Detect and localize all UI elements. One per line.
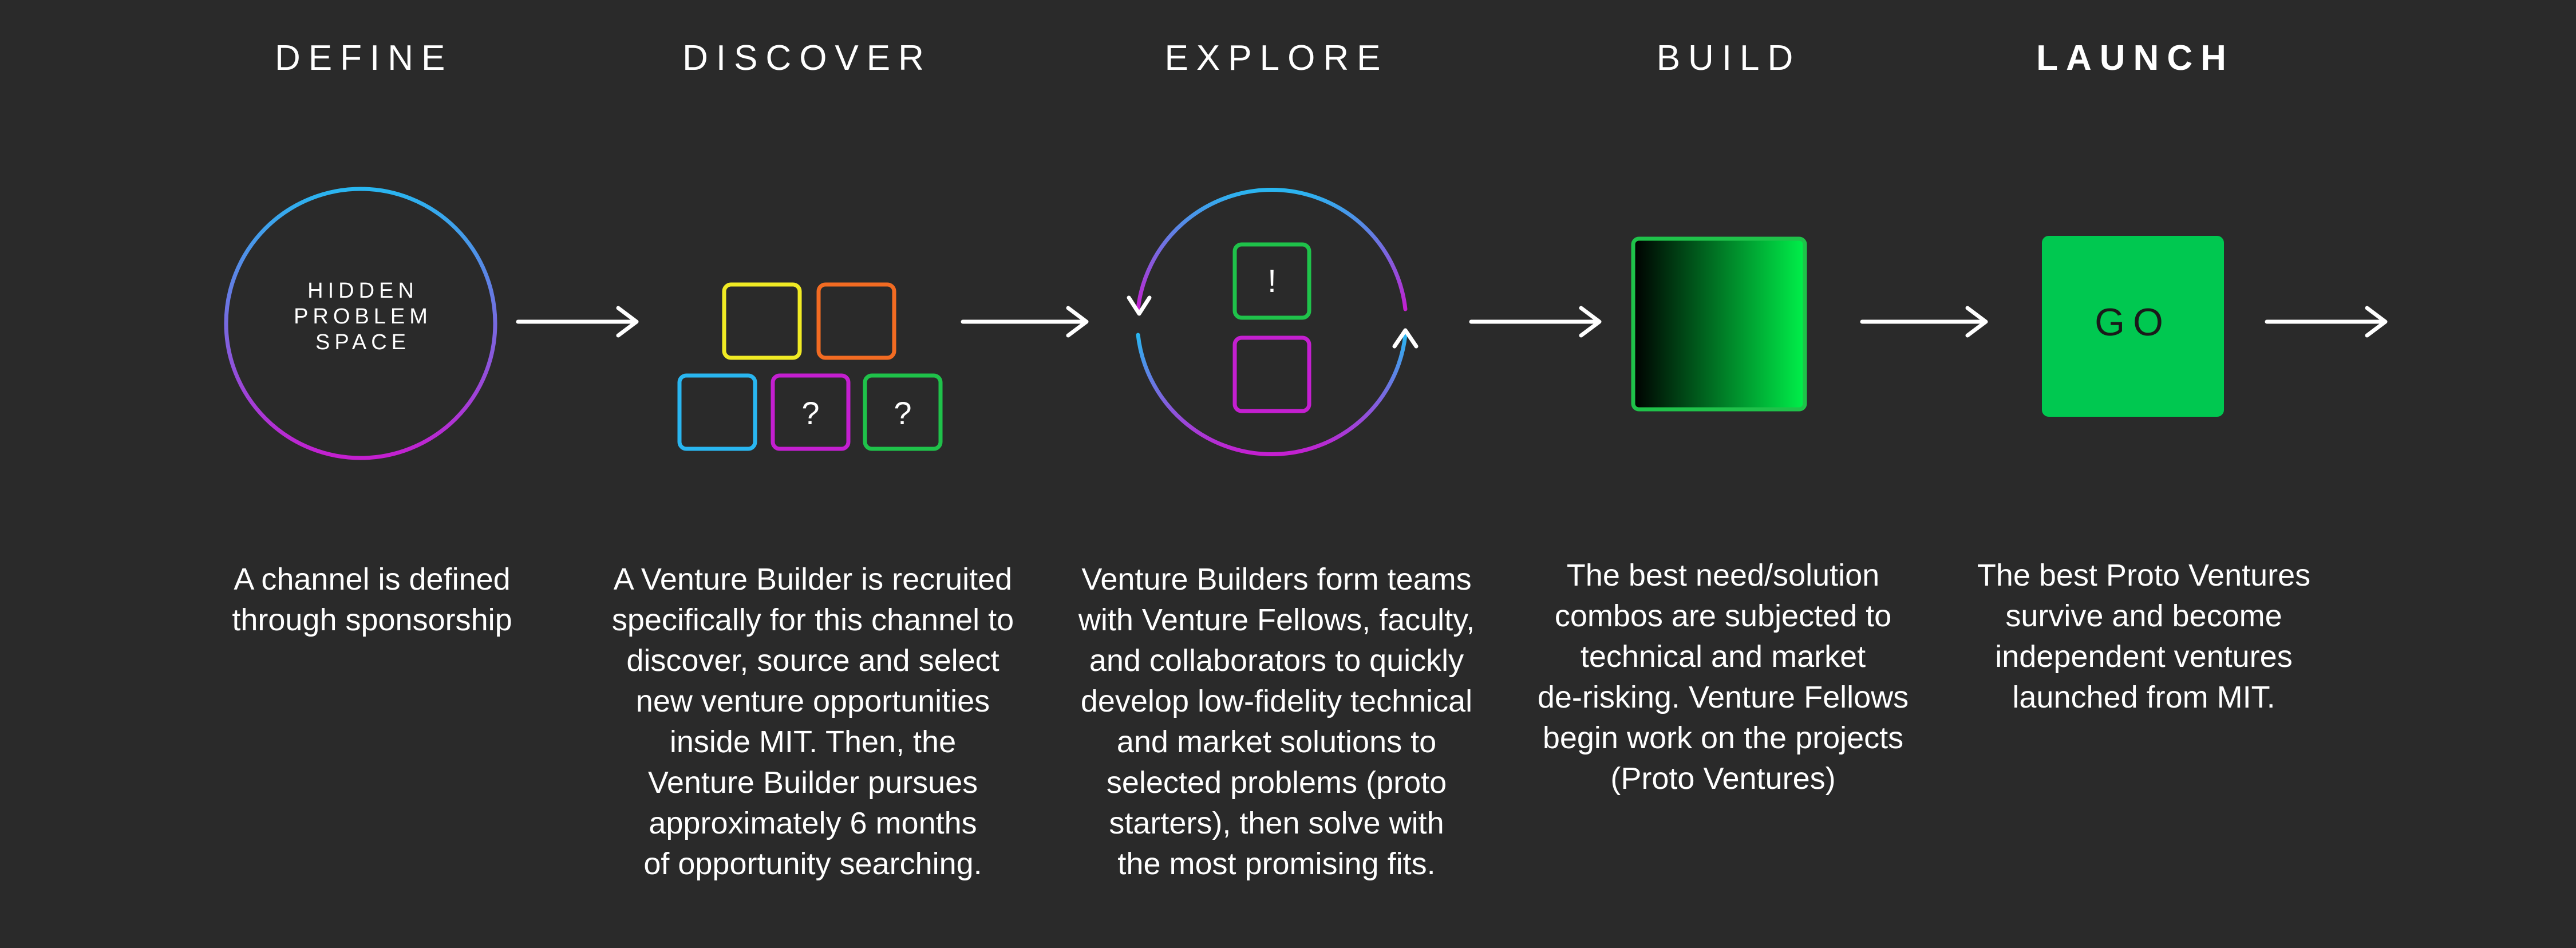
exclamation-mark: ! <box>1267 263 1277 299</box>
box-cyan <box>677 373 757 451</box>
box-orange <box>816 282 896 360</box>
box-magenta-empty <box>1232 335 1311 413</box>
go-label: GO <box>2095 301 2171 344</box>
description-discover: A Venture Builder is recruited specifica… <box>611 562 1014 881</box>
circle-label-line: HIDDEN <box>307 279 418 303</box>
cycle-arrowhead-left <box>1127 295 1152 316</box>
box-green-exclaim <box>1232 242 1311 320</box>
go-square <box>2042 236 2224 417</box>
arrow-discover-to-explore <box>961 306 1089 338</box>
circle-label-line: PROBLEM <box>294 305 432 329</box>
arrow-build-to-launch <box>1860 306 1988 338</box>
box-magenta-question <box>771 373 851 451</box>
cycle-arc-top <box>1136 188 1408 311</box>
description-launch: The best Proto Ventures survive and beco… <box>1977 558 2311 714</box>
description-build: The best need/solution combos are subjec… <box>1537 558 1909 796</box>
description-explore: Venture Builders form teams with Venture… <box>1078 562 1475 881</box>
explore-boxes <box>1232 242 1311 413</box>
arrow-after-launch <box>2265 306 2388 338</box>
circle-label-line: SPACE <box>315 330 410 354</box>
build-gradient-square <box>1631 236 1807 412</box>
box-yellow <box>722 282 802 360</box>
question-mark-1: ? <box>801 395 819 431</box>
description-define: A channel is defined through sponsorship <box>232 562 512 637</box>
explore-cycle <box>1127 188 1419 456</box>
opportunity-boxes <box>677 282 943 451</box>
stage-title-discover: DISCOVER <box>682 38 932 78</box>
arrow-define-to-discover <box>516 306 639 338</box>
box-green-question <box>863 373 943 451</box>
stage-title-build: BUILD <box>1656 38 1801 78</box>
arrow-explore-to-build <box>1469 306 1602 338</box>
question-mark-2: ? <box>894 395 911 431</box>
cycle-arrowhead-right <box>1392 328 1419 349</box>
cycle-arc-bottom <box>1136 333 1408 456</box>
stage-title-launch: LAUNCH <box>2036 38 2234 78</box>
stage-title-explore: EXPLORE <box>1164 38 1389 78</box>
stage-title-define: DEFINE <box>275 38 453 78</box>
